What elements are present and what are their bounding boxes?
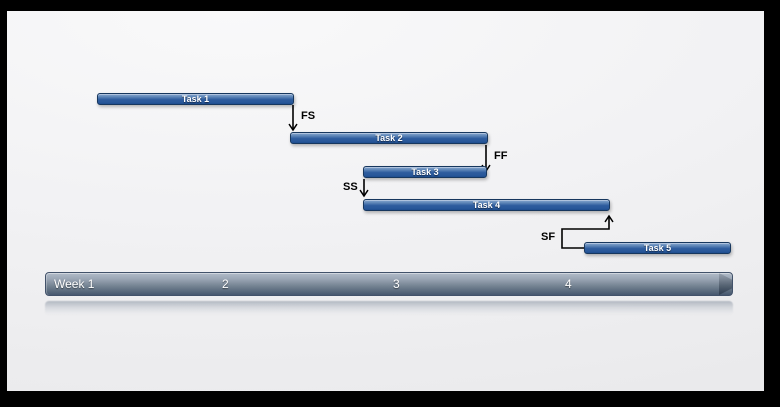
dependency-label-sf: SF	[541, 231, 556, 243]
timeline-reflection	[45, 301, 733, 316]
dependency-label-fs: FS	[301, 110, 316, 122]
task-bar-5: Task 5	[584, 242, 731, 254]
week-2-label: 2	[222, 277, 229, 291]
week-3-label: 3	[393, 277, 400, 291]
dependency-label-ff: FF	[494, 150, 508, 162]
dependency-label-ss: SS	[343, 181, 358, 193]
task-2-label: Task 2	[375, 132, 403, 143]
timeline-bar	[45, 272, 733, 296]
task-3-label: Task 3	[411, 166, 439, 177]
task-5-label: Task 5	[643, 242, 672, 253]
task-bar-2: Task 2	[290, 132, 488, 144]
timeline-end-cap	[719, 273, 732, 295]
task-bar-3: Task 3	[363, 166, 487, 178]
task-bar-1: Task 1	[97, 93, 294, 105]
task-bar-4: Task 4	[363, 199, 610, 211]
task-1-label: Task 1	[181, 93, 210, 104]
task-4-label: Task 4	[472, 199, 501, 210]
week-4-label: 4	[565, 277, 572, 291]
week-1-label: Week 1	[54, 277, 95, 291]
